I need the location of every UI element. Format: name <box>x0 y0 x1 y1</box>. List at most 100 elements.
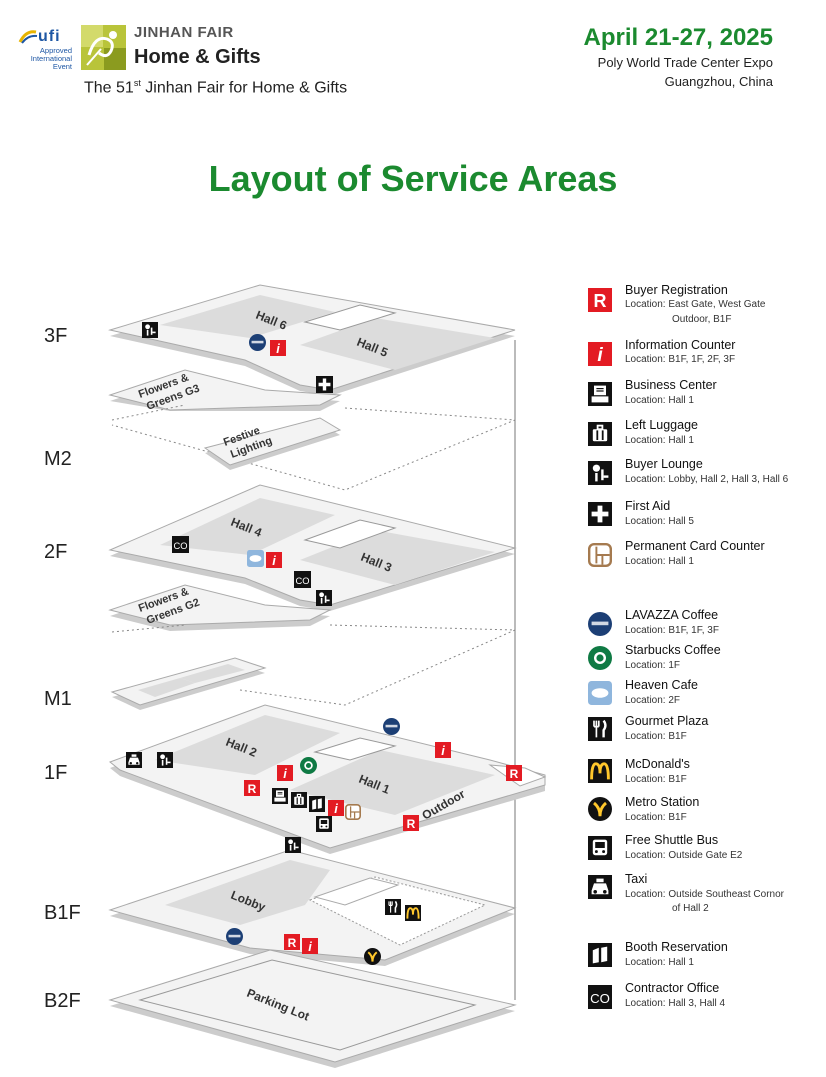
information-icon <box>588 342 612 366</box>
luggage-icon <box>588 422 612 446</box>
buyer-lounge-icon <box>588 461 612 485</box>
registration-icon <box>284 934 300 950</box>
card-counter-icon <box>588 543 612 567</box>
floor-label-m2: M2 <box>44 448 72 470</box>
legend-location: Location: 2F <box>625 695 681 706</box>
registration-icon <box>588 288 612 312</box>
subtitle-pre: The 51 <box>84 79 134 97</box>
legend-name: LAVAZZA Coffee <box>625 608 719 622</box>
legend-name: Gourmet Plaza <box>625 714 709 728</box>
legend-name: Business Center <box>625 378 717 392</box>
contractor-office-icon <box>294 571 311 588</box>
legend-name: Information Counter <box>625 338 736 352</box>
legend-location: Location: Outside Southeast Cornor <box>625 889 784 900</box>
legend-location: Location: Hall 3, Hall 4 <box>625 998 726 1009</box>
buyer-lounge-icon <box>285 837 301 853</box>
metro-icon <box>588 797 612 821</box>
buyer-lounge-icon <box>142 322 158 338</box>
fair-date: April 21-27, 2025 <box>583 24 773 51</box>
information-icon <box>328 800 344 816</box>
ufi-swoosh-icon <box>18 30 38 44</box>
legend-location: Location: East Gate, West Gate <box>625 299 766 310</box>
mcdonalds-icon <box>588 759 612 783</box>
legend-name: First Aid <box>625 499 671 513</box>
ufi-logo: ufi Approved International Event <box>18 28 72 76</box>
legend-name: Permanent Card Counter <box>625 539 765 553</box>
shuttle-bus-icon <box>316 816 332 832</box>
floor-b1f <box>108 849 517 966</box>
first-aid-icon <box>588 502 612 526</box>
metro-icon <box>364 948 381 965</box>
registration-icon <box>506 765 522 781</box>
floor-m2 <box>203 417 342 466</box>
taxi-icon <box>588 875 612 899</box>
registration-icon <box>403 815 419 831</box>
legend-location: Location: Outside Gate E2 <box>625 850 743 861</box>
taxi-icon <box>126 752 142 768</box>
legend-name: Starbucks Coffee <box>625 643 721 657</box>
information-icon <box>270 340 286 356</box>
legend-location: Location: B1F, 1F, 2F, 3F <box>625 354 736 365</box>
fair-subtitle: The 51st Jinhan Fair for Home & Gifts <box>84 78 347 97</box>
lavazza-icon <box>383 718 400 735</box>
floor-label-b2f: B2F <box>44 990 81 1012</box>
floor-label-m1: M1 <box>44 688 72 710</box>
lobby-area <box>165 860 330 925</box>
brand-product: Home & Gifts <box>134 46 261 68</box>
page-title: Layout of Service Areas <box>208 158 618 199</box>
legend-name: McDonald's <box>625 757 690 771</box>
registration-icon <box>244 780 260 796</box>
starbucks-icon <box>588 646 612 670</box>
mcdonalds-icon <box>405 905 421 921</box>
information-icon <box>302 938 318 954</box>
buyer-lounge-icon <box>316 590 332 606</box>
business-center-icon <box>272 788 288 804</box>
contractor-office-icon <box>172 536 189 553</box>
ufi-line1: Approved <box>39 46 72 55</box>
legend-location: Location: Hall 5 <box>625 516 694 527</box>
legend-location: Location: Hall 1 <box>625 556 694 567</box>
information-icon <box>266 552 282 568</box>
legend-location-cont: of Hall 2 <box>672 903 709 914</box>
shuttle-bus-icon <box>588 836 612 860</box>
subtitle-post: Jinhan Fair for Home & Gifts <box>140 79 348 97</box>
information-icon <box>277 765 293 781</box>
legend-location: Location: B1F <box>625 812 687 823</box>
jinhan-fair-logo <box>81 25 126 70</box>
floor-1f <box>108 704 547 854</box>
information-icon <box>435 742 451 758</box>
subtitle-sup: st <box>133 78 141 88</box>
legend-location: Location: Lobby, Hall 2, Hall 3, Hall 6 <box>625 474 789 485</box>
legend-name: Metro Station <box>625 795 700 809</box>
floor-b2f <box>108 949 517 1068</box>
floor-2f <box>108 484 517 631</box>
floor-label-2f: 2F <box>44 541 68 563</box>
hall-4-area <box>160 498 335 555</box>
card-counter-icon <box>345 804 361 820</box>
legend-location: Location: Hall 1 <box>625 435 694 446</box>
booth-reservation-icon <box>588 943 612 967</box>
buyer-lounge-icon <box>157 752 173 768</box>
ufi-wordmark: ufi <box>38 28 61 45</box>
legend-location: Location: 1F <box>625 660 681 671</box>
legend-location: Location: B1F, 1F, 3F <box>625 625 719 636</box>
booth-reservation-icon <box>309 796 325 812</box>
lavazza-icon <box>588 612 612 636</box>
legend-name: Buyer Lounge <box>625 457 703 471</box>
hall-5-area <box>300 318 495 370</box>
floor-3f <box>108 284 516 411</box>
hall-1-area <box>290 750 495 815</box>
business-center-icon <box>588 382 612 406</box>
starbucks-icon <box>300 757 317 774</box>
ufi-line2: International <box>30 54 72 63</box>
legend-location: Location: B1F <box>625 774 687 785</box>
lavazza-icon <box>249 334 266 351</box>
heaven-cafe-icon <box>247 550 264 567</box>
floor-label-1f: 1F <box>44 762 68 784</box>
contractor-office-icon <box>588 985 612 1009</box>
hall-2-area <box>155 715 340 775</box>
brand-name: JINHAN FAIR <box>134 24 234 41</box>
legend-location-cont: Outdoor, B1F <box>672 314 732 325</box>
gourmet-icon <box>588 717 612 741</box>
legend-name: Heaven Cafe <box>625 678 698 692</box>
